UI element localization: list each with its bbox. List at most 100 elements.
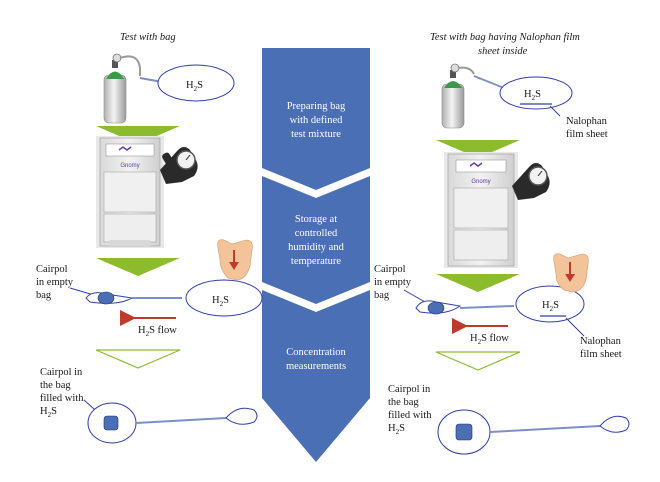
right-nalophan-pointer-top (549, 105, 561, 117)
left-cairpol-empty-line3: bag (36, 290, 52, 301)
right-green-arrow-3 (435, 351, 521, 371)
process-arrow (262, 48, 370, 462)
right-title-line1: Test with bag having Nalophan film (430, 32, 580, 43)
step-storage-line1: Storage at (295, 214, 337, 225)
flow-label-h: H (138, 325, 146, 336)
gas-label-s: S (553, 300, 559, 311)
left-cairpol-filled-line1: Cairpol in (40, 367, 83, 378)
right-cairpol-filled-line1: Cairpol in (388, 384, 431, 395)
step-storage-line3: humidity and (288, 242, 344, 253)
step-storage-text: Storage at controlled humidity and tempe… (288, 214, 344, 267)
step-concentration-line1: Concentration (286, 347, 346, 358)
right-cairpol-sensor (427, 301, 445, 315)
step-preparing-line1: Preparing bag (287, 101, 346, 112)
right-bag-middle (515, 285, 585, 323)
right-flow-label: H2S flow (470, 333, 509, 346)
right-nalophan-pointer-middle (565, 317, 585, 337)
gas-label-s: S (399, 423, 405, 434)
gas-label-h: H (524, 89, 532, 100)
left-cairpol-empty-line2: in empty (36, 277, 74, 288)
step-storage-shape (262, 176, 370, 304)
right-cairpol-filled-line2: the bag (388, 397, 419, 408)
flow-label-sub: 2 (478, 338, 482, 346)
left-cairpol-empty-line1: Cairpol (36, 264, 68, 275)
right-nalophan-top-line2: film sheet (566, 129, 608, 140)
left-cairpol-filled-line2: the bag (40, 380, 71, 391)
step-storage-line2: controlled (295, 228, 338, 239)
right-title-line2: sheet inside (478, 46, 528, 57)
left-hand-squeezing (217, 239, 253, 281)
right-tube-middle (459, 305, 515, 309)
right-hand-squeezing (553, 253, 589, 293)
step-preparing-line2: with defined (290, 115, 344, 126)
gas-label-s: S (197, 80, 203, 91)
flow-label-h: H (470, 333, 478, 344)
left-bag-top (157, 64, 235, 102)
left-bag-top-label: H2S (186, 80, 203, 93)
right-bag-top-label: H2S (524, 89, 541, 102)
left-flow-label: H2S flow (138, 325, 177, 338)
left-cairpol-filled-line3: filled with (40, 393, 84, 404)
gas-label-s: S (51, 406, 57, 417)
step-preparing-text: Preparing bag with defined test mixture (287, 101, 346, 140)
step-concentration-line2: measurements (286, 361, 346, 372)
gas-label-s: S (223, 295, 229, 306)
left-tube-bottom (135, 417, 227, 424)
right-bag-top (499, 76, 573, 110)
gas-label-h: H (542, 300, 550, 311)
gas-label-h: H (186, 80, 194, 91)
left-bag-middle-label: H2S (212, 295, 229, 308)
gas-label-sub: 2 (532, 94, 536, 102)
left-cairpol-filled-line4: H2S (40, 406, 57, 419)
gas-label-h: H (212, 295, 220, 306)
right-cairpol-empty-line1: Cairpol (374, 264, 406, 275)
left-cairpol-in-bag (103, 415, 119, 431)
left-green-arrow-1 (96, 126, 180, 144)
gas-label-s: S (535, 89, 541, 100)
right-green-arrow-2 (436, 274, 520, 292)
flow-label-tail: S flow (481, 333, 509, 344)
chamber-brand: Gnomy (120, 163, 139, 169)
right-climatic-chamber: Gnomy (444, 152, 518, 268)
right-nalophan-middle-line1: Nalophan (580, 336, 622, 347)
gas-label-h: H (40, 406, 48, 417)
gas-label-sub: 2 (220, 300, 224, 308)
left-title: Test with bag (120, 32, 176, 43)
left-bag-tail (225, 407, 258, 425)
gas-label-sub: 2 (550, 305, 554, 313)
step-storage-line4: temperature (291, 256, 341, 267)
step-concentration-text: Concentration measurements (286, 347, 347, 372)
right-tube-bottom (489, 425, 601, 433)
right-cairpol-empty-line2: in empty (374, 277, 412, 288)
right-tube-top (473, 75, 505, 89)
right-nalophan-top-line1: Nalophan (566, 116, 608, 127)
right-gloved-hand (512, 163, 550, 200)
left-cairpol-sensor (97, 291, 115, 305)
gas-label-h: H (388, 423, 396, 434)
step-preparing-line3: test mixture (291, 129, 341, 140)
flow-label-tail: S flow (149, 325, 177, 336)
flow-label-sub: 2 (146, 330, 150, 338)
step-preparing-shape (262, 48, 370, 190)
left-bag-middle (185, 279, 263, 317)
left-climatic-chamber: Gnomy (96, 136, 164, 248)
right-gas-cylinder (441, 63, 475, 129)
left-green-arrow-3 (95, 349, 181, 369)
right-green-arrow-1 (436, 140, 520, 158)
left-gloved-hand (160, 147, 198, 184)
right-bag-middle-label: H2S (542, 300, 559, 313)
left-green-arrow-2 (96, 258, 180, 276)
step-concentration-shape (262, 290, 370, 462)
gas-label-sub: 2 (194, 85, 198, 93)
gas-label-sub: 2 (48, 411, 52, 419)
right-cairpol-in-bag (455, 423, 473, 441)
right-cairpol-filled-line4: H2S (388, 423, 405, 436)
gas-label-sub: 2 (396, 428, 400, 436)
right-nalophan-middle-line2: film sheet (580, 349, 622, 360)
right-chamber-brand: Gnomy (471, 179, 490, 185)
right-cairpol-empty-line3: bag (374, 290, 390, 301)
left-gas-cylinder (103, 53, 141, 124)
right-cairpol-filled-line3: filled with (388, 410, 432, 421)
